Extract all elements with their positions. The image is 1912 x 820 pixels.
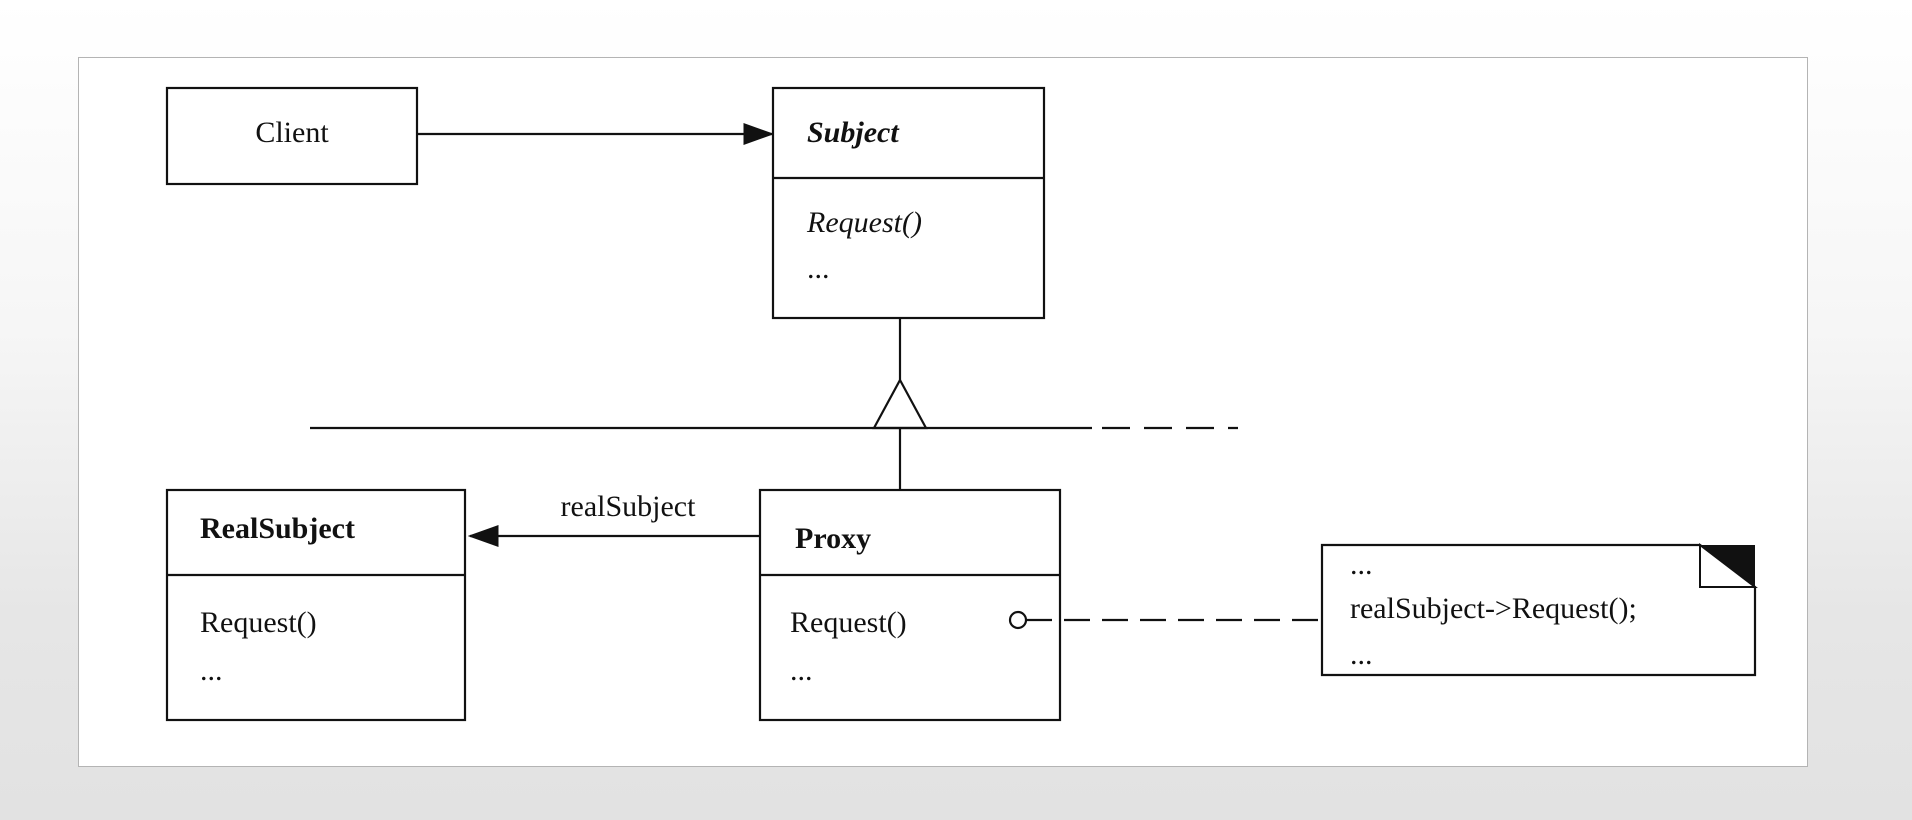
proxy-box	[758, 488, 1062, 722]
note-fold-corner-icon	[1700, 545, 1755, 587]
subject-name: Subject	[807, 116, 900, 149]
real-subject-ellipsis: ...	[200, 654, 223, 687]
proxy-operation: Request()	[790, 606, 907, 639]
class-subject[interactable]: Subject Request() ...	[771, 86, 1046, 320]
class-proxy[interactable]: Proxy Request() ...	[758, 488, 1062, 722]
code-note[interactable]: ... realSubject->Request(); ...	[1320, 542, 1758, 677]
note-line-3: ...	[1350, 638, 1373, 671]
real-subject-role-label: realSubject	[561, 490, 697, 523]
subject-operation: Request()	[806, 206, 922, 239]
class-real-subject[interactable]: RealSubject Request() ...	[165, 488, 467, 722]
proxy-ellipsis: ...	[790, 654, 813, 687]
inheritance-triangle-icon	[872, 377, 928, 430]
class-client[interactable]: Client	[165, 86, 419, 186]
subject-ellipsis: ...	[807, 252, 830, 285]
real-subject-operation: Request()	[200, 606, 317, 639]
proxy-name: Proxy	[795, 522, 871, 555]
real-subject-box	[165, 488, 467, 722]
note-line-2: realSubject->Request();	[1350, 592, 1637, 625]
note-line-1: ...	[1350, 548, 1373, 581]
real-subject-name: RealSubject	[200, 512, 355, 545]
note-body	[1320, 543, 1757, 677]
client-box	[165, 86, 419, 186]
note-anchor-icon	[1008, 610, 1028, 630]
client-name: Client	[255, 116, 329, 149]
subject-box	[771, 86, 1046, 320]
